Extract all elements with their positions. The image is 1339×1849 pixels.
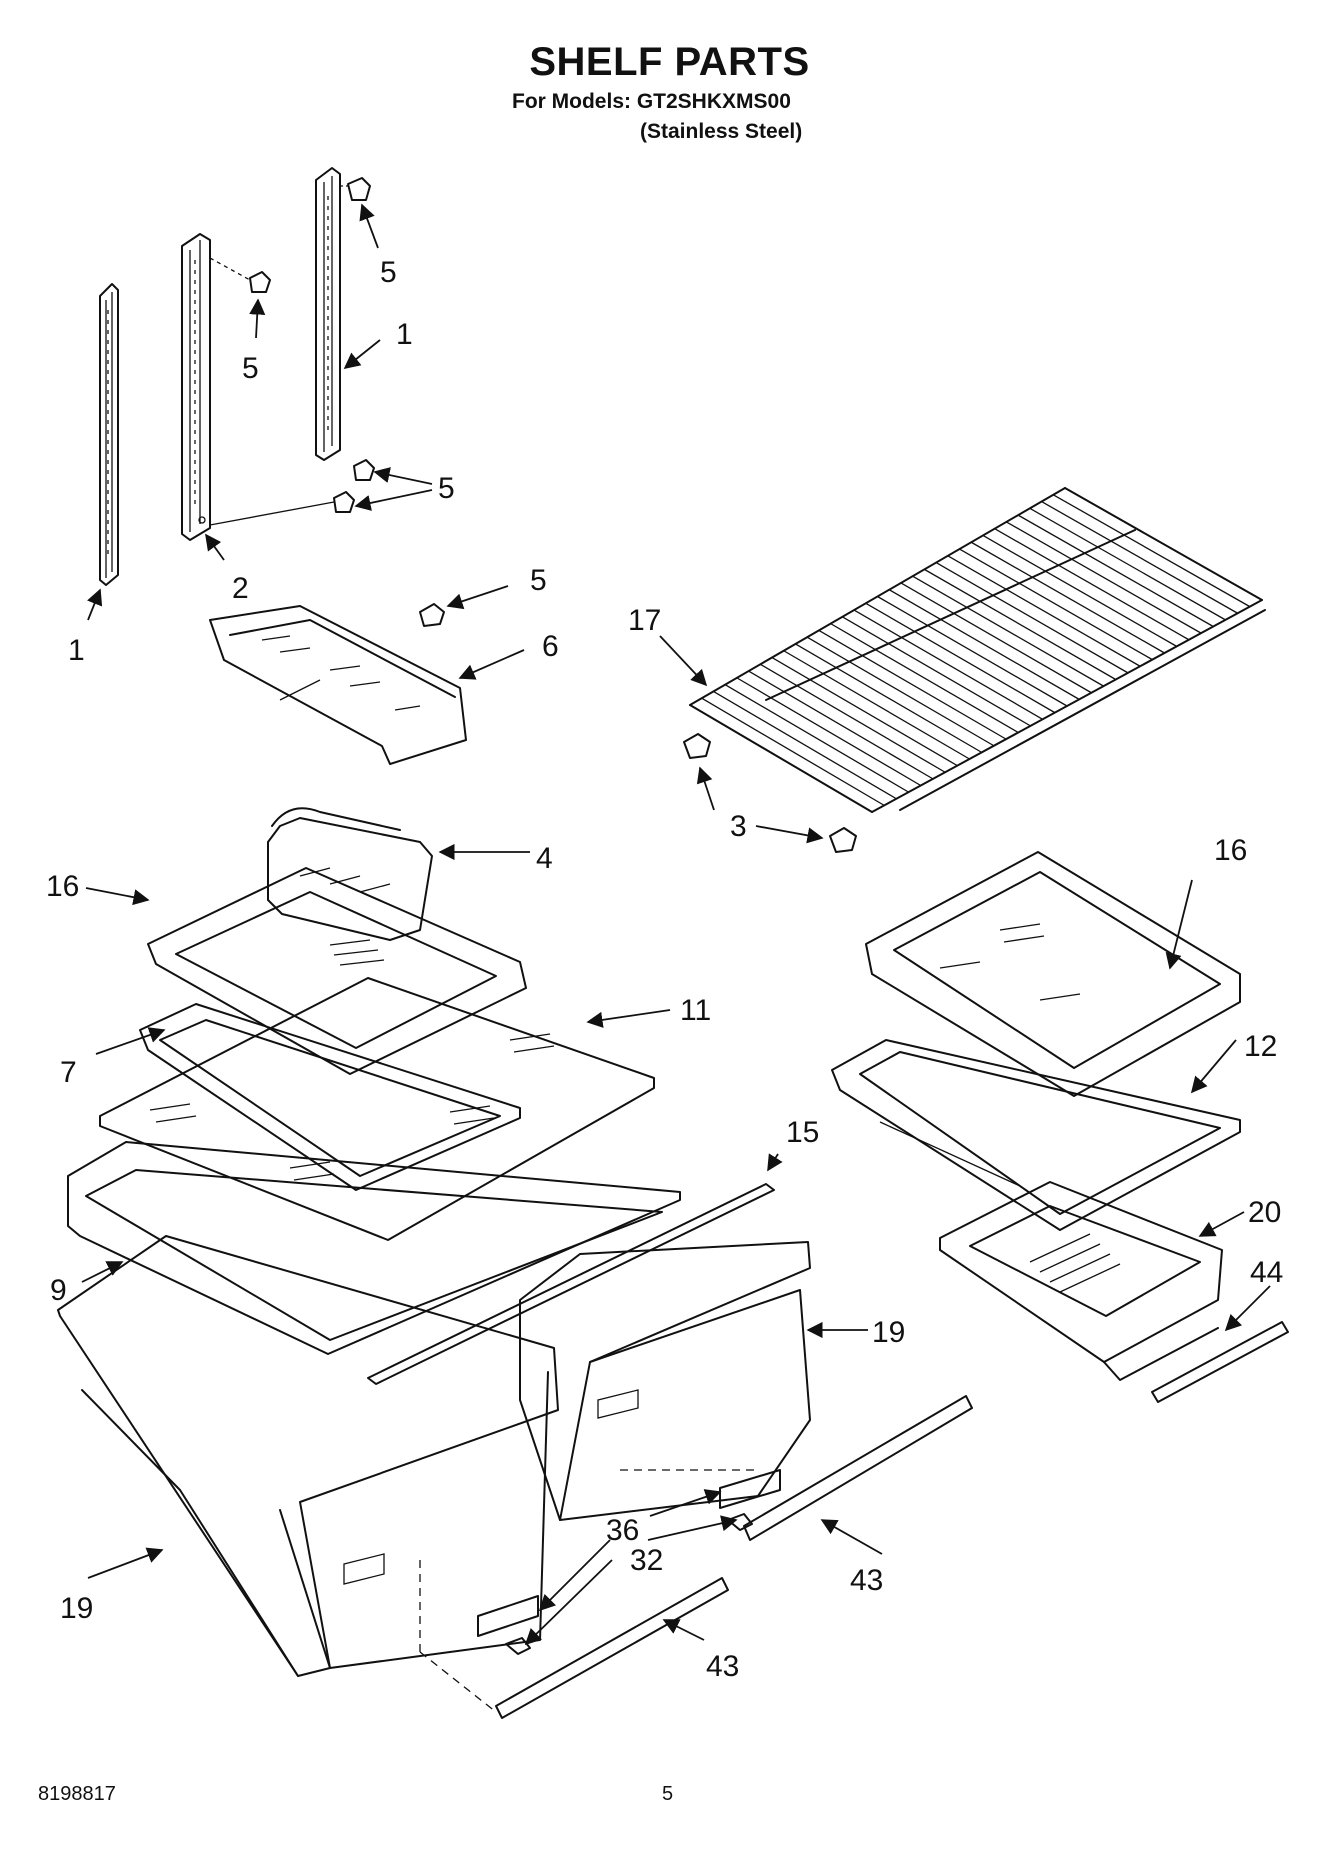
shelf-stop-1 <box>683 733 711 759</box>
crisper-clip-32-lower <box>505 1637 531 1655</box>
wire-rod <box>853 609 1043 720</box>
callout-1-left: 1 <box>68 634 85 667</box>
wire-rod <box>724 684 909 793</box>
callout-16-right: 16 <box>1214 834 1247 867</box>
wire-rod <box>1052 494 1251 608</box>
trim-strip-44 <box>1151 1321 1289 1403</box>
wire-rod <box>783 650 970 760</box>
callout-5-center: 5 <box>242 352 259 385</box>
callout-4: 4 <box>536 842 553 875</box>
callout-6: 6 <box>542 630 559 663</box>
wire-rod <box>759 663 946 773</box>
callout-16-left: 16 <box>46 870 79 903</box>
callout-12: 12 <box>1244 1030 1277 1063</box>
wire-rod <box>701 697 885 806</box>
meat-pan-20 <box>939 1181 1223 1381</box>
wire-rod <box>842 616 1031 727</box>
shelf-support-center <box>181 233 211 541</box>
wire-rod <box>959 548 1153 661</box>
wire-rod <box>1041 500 1238 614</box>
page-number: 5 <box>662 1783 674 1805</box>
screw-bracket <box>419 603 445 627</box>
wire-rod <box>888 589 1080 700</box>
trim-strip-15 <box>367 1183 775 1385</box>
wire-rod <box>818 629 1007 740</box>
wire-rod <box>994 528 1190 641</box>
wire-rod <box>1029 507 1226 621</box>
crisper-clip-36-lower <box>477 1595 539 1637</box>
wire-rod <box>865 602 1056 714</box>
crisper-drawer-left <box>57 1235 559 1677</box>
callout-43-lower: 43 <box>706 1650 739 1683</box>
wire-rod <box>877 595 1068 707</box>
wire-rod <box>970 541 1165 654</box>
callout-1-right: 1 <box>396 318 413 351</box>
shelf-glass-assembly-left <box>147 867 527 1075</box>
wire-rod <box>900 582 1092 694</box>
wire-rod <box>736 677 922 787</box>
wire-rod <box>912 575 1104 687</box>
screw-lower-2 <box>209 491 355 526</box>
shelf-support-left <box>99 283 119 586</box>
callout-19-left: 19 <box>60 1592 93 1625</box>
callout-11: 11 <box>680 994 711 1027</box>
callout-9: 9 <box>50 1274 67 1307</box>
callout-3: 3 <box>730 810 747 843</box>
document-number: 8198817 <box>38 1783 116 1805</box>
shelf-stop-2 <box>829 827 857 853</box>
wire-rod <box>1064 487 1263 601</box>
shelf-glass-11 <box>99 977 655 1241</box>
wire-rod <box>982 534 1178 647</box>
callout-5-bracket: 5 <box>530 564 547 597</box>
screw-lower-1 <box>353 459 375 481</box>
wire-rod <box>713 690 897 800</box>
wire-rod <box>771 656 958 767</box>
wire-rod <box>924 568 1117 681</box>
callout-43-right: 43 <box>850 1564 883 1597</box>
screw-center <box>209 257 271 293</box>
wire-rod <box>1006 521 1202 634</box>
wire-rod <box>1017 514 1214 628</box>
wire-rod <box>795 643 983 753</box>
callout-7: 7 <box>60 1056 77 1089</box>
callout-36: 36 <box>606 1514 639 1547</box>
callout-32: 32 <box>630 1544 663 1577</box>
shelf-frame-12 <box>831 1039 1241 1231</box>
wire-rod <box>830 623 1019 734</box>
models-line: For Models: GT2SHKXMS00 <box>512 90 791 113</box>
wire-rod <box>935 562 1129 674</box>
wire-rod <box>806 636 995 747</box>
callout-5-lower: 5 <box>438 472 455 505</box>
callout-15: 15 <box>786 1116 819 1149</box>
wire-rod <box>689 704 873 813</box>
wire-rod <box>947 555 1141 667</box>
callout-leaders <box>81 203 1271 1646</box>
callout-5-top: 5 <box>380 256 397 289</box>
shelf-support-right <box>315 167 341 461</box>
shelf-bracket <box>209 605 467 765</box>
wire-shelf <box>689 487 1266 813</box>
callout-2: 2 <box>232 572 249 605</box>
callout-20: 20 <box>1248 1196 1281 1229</box>
page-title: SHELF PARTS <box>529 40 810 84</box>
callout-17: 17 <box>628 604 661 637</box>
screw-top <box>340 177 371 201</box>
wire-rod <box>748 670 934 780</box>
shelf-frame-left <box>139 1003 521 1191</box>
crisper-drawer-right <box>519 1241 811 1521</box>
shelf-frame-9 <box>67 1141 681 1355</box>
crisper-trim-43-lower <box>495 1577 729 1719</box>
finish-line: (Stainless Steel) <box>640 120 803 143</box>
shelf-glass-assembly-right <box>865 851 1241 1097</box>
crisper-trim-43-right <box>743 1395 973 1541</box>
callout-19-right: 19 <box>872 1316 905 1349</box>
callout-44: 44 <box>1250 1256 1283 1289</box>
crisper-clip-32 <box>727 1513 753 1531</box>
